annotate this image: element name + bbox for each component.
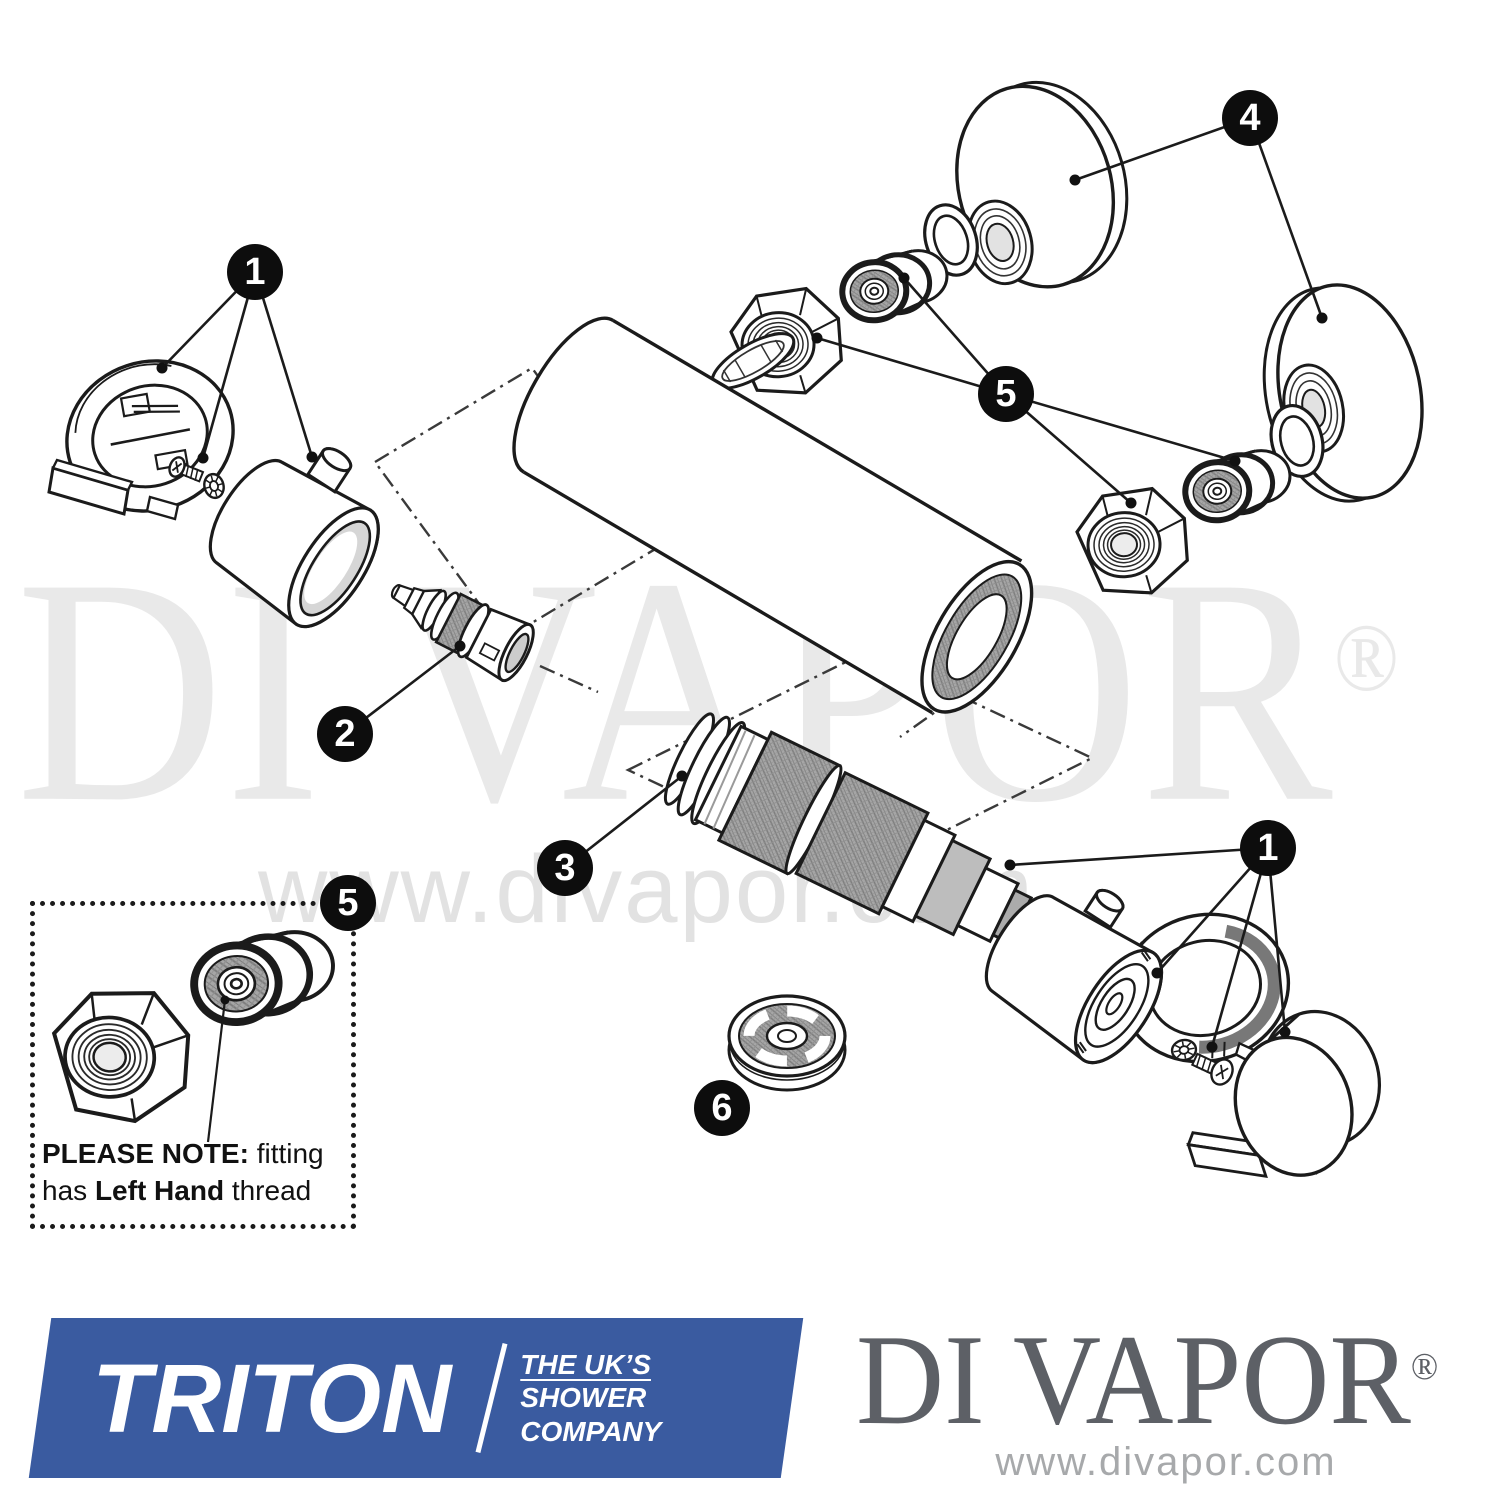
- exploded-diagram: [46, 80, 1424, 1178]
- knob-star-washer-right: [1170, 1038, 1198, 1062]
- divapor-url: www.divapor.com: [995, 1440, 1337, 1484]
- callout-2: 2: [317, 706, 373, 762]
- flow-cartridge: [390, 584, 535, 683]
- triton-logo: TRITON THE UK’S SHOWER COMPANY: [28, 1318, 804, 1478]
- registered-mark-icon: ®: [1333, 603, 1401, 712]
- triton-slash-divider: [475, 1343, 508, 1453]
- callout-1-right: 1: [1240, 820, 1296, 876]
- dash-box-left: [373, 366, 664, 641]
- triton-tagline: THE UK’S SHOWER COMPANY: [520, 1349, 662, 1447]
- inset-note-line2: has Left Hand thread: [42, 1174, 312, 1206]
- dash-box-right: [625, 650, 1095, 878]
- inset-note-text: PLEASE NOTE: fitting has Left Hand threa…: [42, 1136, 342, 1210]
- triton-wordmark: TRITON: [92, 1343, 452, 1453]
- callout-5: 5: [978, 366, 1034, 422]
- callout-6: 6: [694, 1080, 750, 1136]
- inset-note-leader: [206, 995, 230, 1143]
- callout-1-left: 1: [227, 244, 283, 300]
- callout-3: 3: [537, 840, 593, 896]
- knob-star-washer: [203, 472, 225, 500]
- main-body-tube: [512, 316, 1034, 715]
- callout-5-inset: 5: [320, 875, 376, 931]
- inset-note-line1: PLEASE NOTE: fitting: [42, 1138, 324, 1169]
- callout-4: 4: [1222, 90, 1278, 146]
- knob-screw: [168, 456, 205, 483]
- knob-body-left: [208, 447, 380, 629]
- outlet-filter: [727, 994, 847, 1092]
- inset-note-box: [30, 901, 356, 1229]
- knob-screw-right: [1190, 1052, 1234, 1086]
- knob-cap: [1186, 1009, 1382, 1178]
- registered-mark-icon: ®: [1410, 1344, 1439, 1388]
- knob-backplate: [47, 359, 235, 521]
- wall-plate-top: [955, 80, 1129, 289]
- knob-body-right: [984, 888, 1164, 1065]
- leader-dots: [156, 174, 1328, 1053]
- divapor-logo: DI VAPOR®: [856, 1308, 1439, 1452]
